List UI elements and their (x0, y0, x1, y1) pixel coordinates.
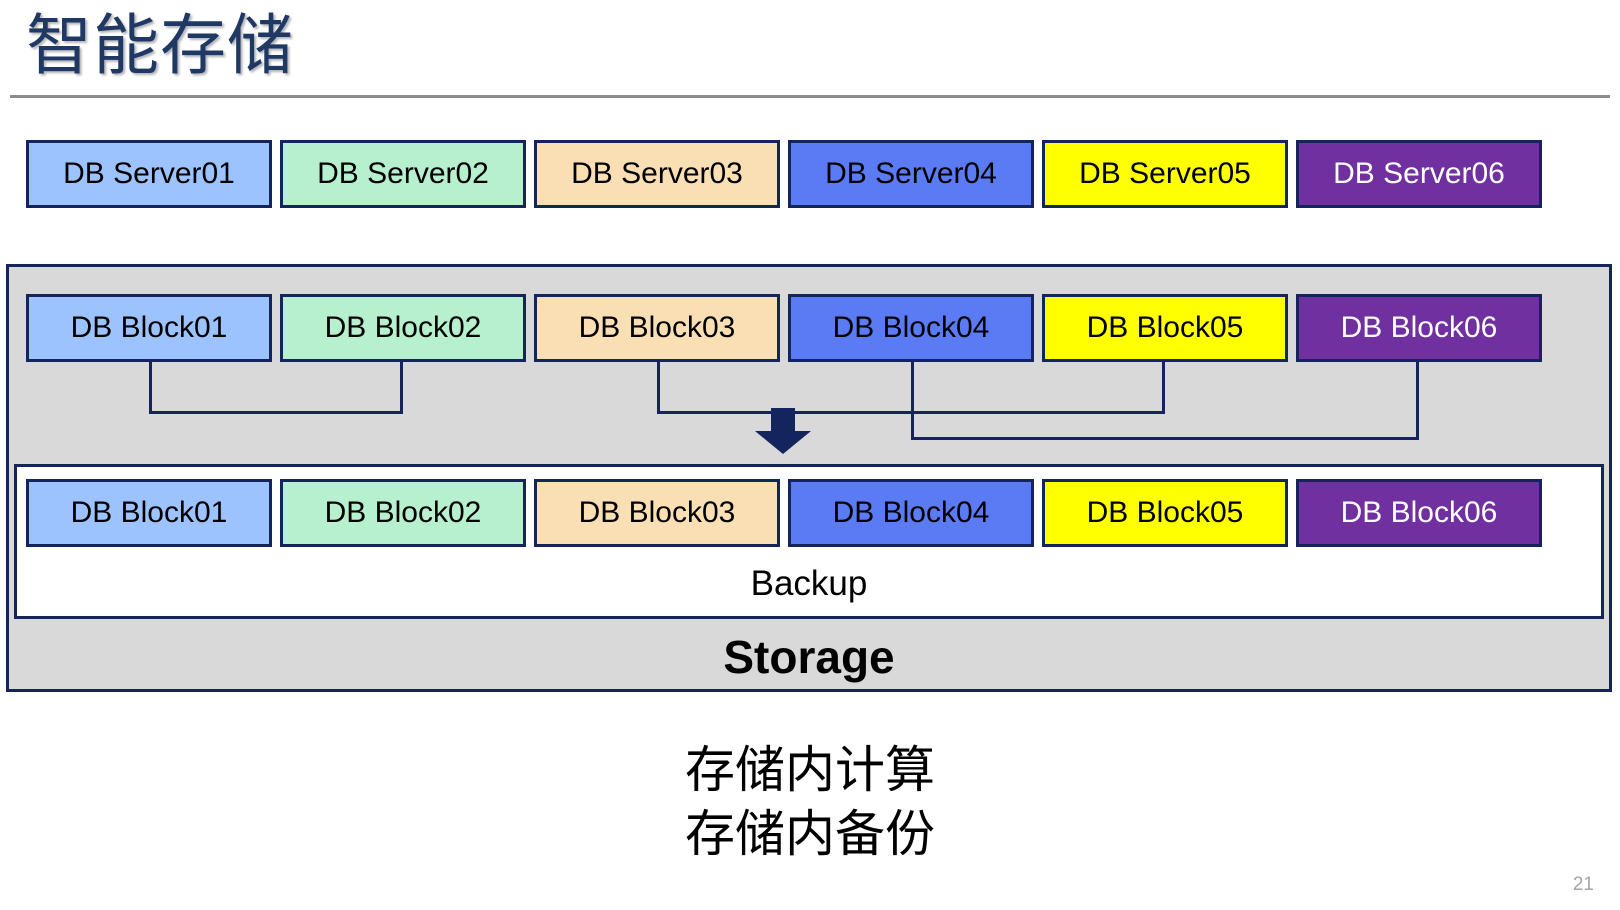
backup-block-box-label: DB Block02 (324, 496, 482, 529)
db-server-box-label: DB Server05 (1079, 157, 1251, 190)
db-server-box-4[interactable]: DB Server04 (788, 140, 1034, 208)
footer-line-1: 存储内计算 (685, 742, 935, 798)
db-block-box-label: DB Block06 (1340, 311, 1498, 344)
page-title: 智能存储 (26, 8, 294, 82)
db-block-box-2[interactable]: DB Block02 (280, 294, 526, 362)
backup-block-box-4[interactable]: DB Block04 (788, 479, 1034, 547)
backup-block-box-label: DB Block03 (578, 496, 736, 529)
backup-block-box-label: DB Block01 (70, 496, 228, 529)
backup-block-box-label: DB Block04 (832, 496, 990, 529)
db-server-box-label: DB Server04 (825, 157, 997, 190)
down-arrow-icon (755, 408, 811, 454)
footer-text: 存储内计算 存储内备份 (0, 738, 1620, 866)
storage-label: Storage (723, 631, 895, 683)
db-server-box-1[interactable]: DB Server01 (26, 140, 272, 208)
db-server-box-label: DB Server03 (571, 157, 743, 190)
backup-block-box-label: DB Block06 (1340, 496, 1498, 529)
title-divider (10, 95, 1610, 98)
db-block-box-6[interactable]: DB Block06 (1296, 294, 1542, 362)
backup-block-box-1[interactable]: DB Block01 (26, 479, 272, 547)
db-block-box-label: DB Block03 (578, 311, 736, 344)
footer-line-2: 存储内备份 (685, 806, 935, 862)
db-server-box-label: DB Server01 (63, 157, 235, 190)
backup-block-box-6[interactable]: DB Block06 (1296, 479, 1542, 547)
db-block-box-4[interactable]: DB Block04 (788, 294, 1034, 362)
db-server-box-6[interactable]: DB Server06 (1296, 140, 1542, 208)
page-number: 21 (1572, 874, 1594, 895)
db-block-box-1[interactable]: DB Block01 (26, 294, 272, 362)
db-server-box-3[interactable]: DB Server03 (534, 140, 780, 208)
db-server-box-5[interactable]: DB Server05 (1042, 140, 1288, 208)
db-block-box-3[interactable]: DB Block03 (534, 294, 780, 362)
db-server-box-label: DB Server06 (1333, 157, 1505, 190)
db-server-box-label: DB Server02 (317, 157, 489, 190)
db-block-box-label: DB Block05 (1086, 311, 1244, 344)
db-block-box-label: DB Block04 (832, 311, 990, 344)
backup-block-box-2[interactable]: DB Block02 (280, 479, 526, 547)
block-connector (149, 362, 403, 414)
db-block-box-label: DB Block01 (70, 311, 228, 344)
db-block-box-label: DB Block02 (324, 311, 482, 344)
backup-block-box-3[interactable]: DB Block03 (534, 479, 780, 547)
db-block-box-5[interactable]: DB Block05 (1042, 294, 1288, 362)
backup-block-box-label: DB Block05 (1086, 496, 1244, 529)
block-connector (911, 362, 1419, 440)
db-server-box-2[interactable]: DB Server02 (280, 140, 526, 208)
backup-block-box-5[interactable]: DB Block05 (1042, 479, 1288, 547)
backup-label: Backup (750, 564, 868, 603)
